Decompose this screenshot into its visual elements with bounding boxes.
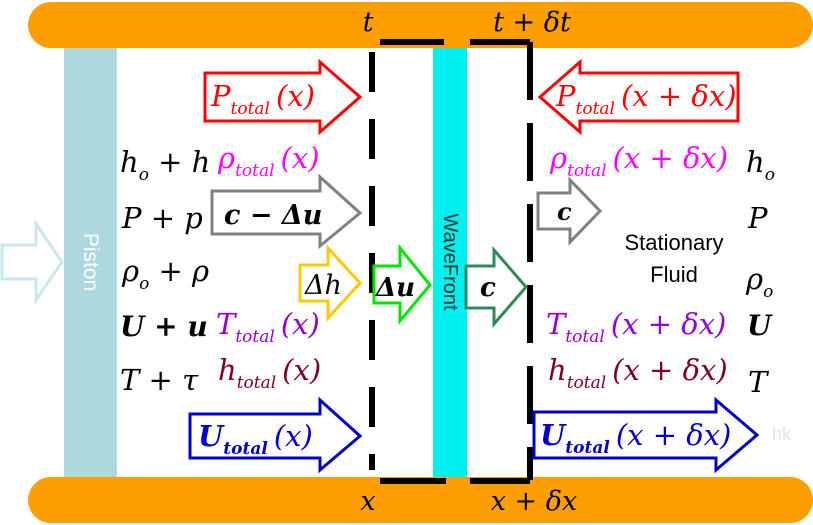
control-volume-boundaries (369, 39, 533, 484)
wavefront-label: WaveFront (439, 213, 461, 311)
density-right-label: ρtotal(x + δx) (549, 141, 728, 181)
relative-velocity-left-label: c − Δu (224, 200, 322, 231)
relative-velocity-right-label: c (557, 197, 572, 226)
position-x-plus-dx-label: x + δx (491, 486, 578, 517)
top-pipe-wall (28, 2, 813, 48)
relative-velocity-right-arrow (536, 176, 603, 246)
pressure-left-arrow (203, 58, 363, 136)
left-state-density: ρo + ρ (121, 254, 209, 294)
wave-speed-label: c (480, 273, 496, 303)
left-state-pressure: P + p (121, 201, 203, 235)
stationary-label-line2: Fluid (650, 262, 698, 287)
velocity-left-label: Utotal(x) (198, 419, 313, 459)
piston-label: Piston (79, 233, 102, 291)
density-left-label: ρtotal(x) (217, 141, 320, 181)
position-x-label: x (360, 486, 375, 517)
wavefront-bar (433, 48, 467, 477)
enthalpy-right-label: htotal(x + δx) (548, 353, 728, 393)
pressure-right-arrow (537, 58, 740, 136)
bottom-pipe-wall (28, 477, 813, 523)
pressure-left-label: Ptotal(x) (210, 79, 315, 119)
delta-h-arrow (298, 244, 363, 322)
velocity-left-arrow (188, 396, 363, 474)
left-state-enthalpy: ho + h (120, 145, 210, 185)
piston-push-arrow (0, 219, 64, 305)
right-state-enthalpy: ho (746, 145, 775, 185)
time-t-plus-dt-label: t + δt (493, 7, 571, 38)
right-state-temperature: T (748, 365, 770, 399)
enthalpy-left-label: htotal(x) (218, 353, 321, 393)
velocity-right-arrow (532, 396, 760, 474)
stationary-label-line1: Stationary (624, 230, 723, 255)
wave-speed-arrow (464, 245, 528, 329)
temperature-right-label: Ttotal(x + δx) (546, 307, 726, 347)
delta-u-label: Δu (374, 273, 415, 303)
delta-u-arrow (372, 243, 432, 326)
left-state-temperature: T + τ (120, 363, 199, 397)
right-state-velocity: U (747, 309, 773, 342)
delta-h-label: Δh (304, 270, 342, 301)
right-state-pressure: P (747, 201, 768, 235)
temperature-left-label: Ttotal(x) (216, 307, 320, 347)
piston-bar (64, 48, 117, 477)
pressure-right-label: Ptotal(x + δx) (555, 79, 737, 119)
left-state-velocity: U + u (120, 310, 208, 343)
right-state-density: ρo (745, 262, 773, 302)
relative-velocity-left-arrow (210, 173, 363, 250)
velocity-right-label: Utotal(x + δx) (540, 418, 731, 458)
time-t-label: t (363, 7, 374, 38)
watermark-text: hk (772, 424, 792, 444)
